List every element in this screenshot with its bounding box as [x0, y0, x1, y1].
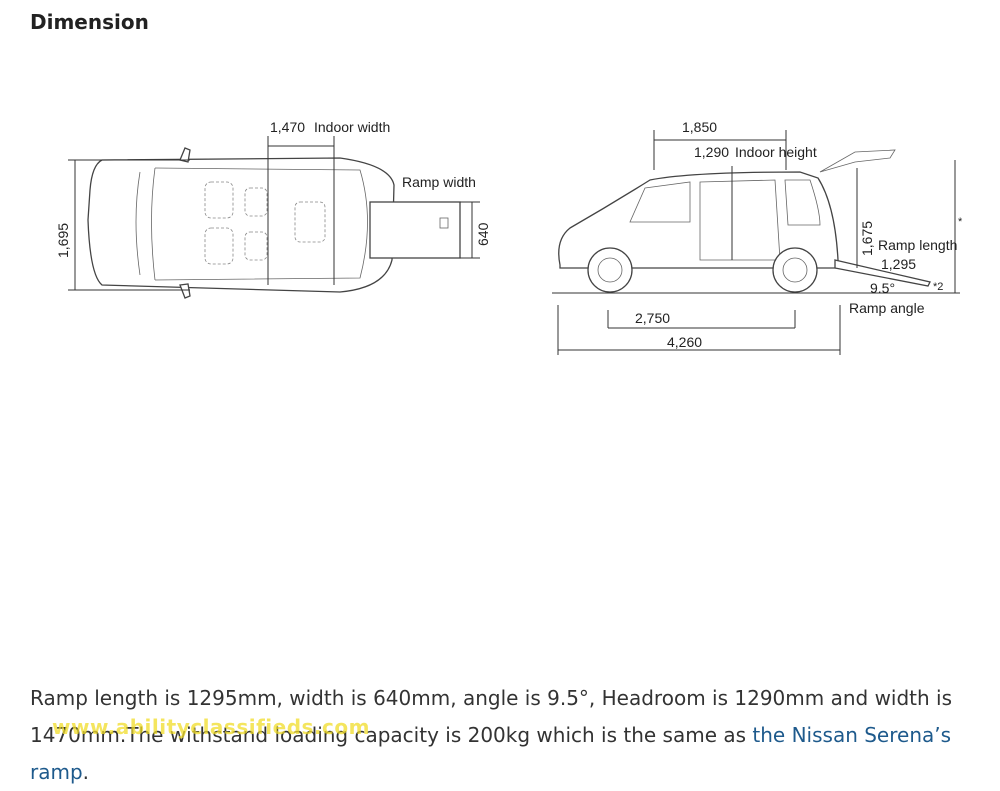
- overall-length-value: 4,260: [667, 334, 702, 350]
- indoor-height-value: 1,290: [694, 144, 729, 160]
- ramp-angle-label: Ramp angle: [849, 300, 925, 316]
- ramp-angle-value: 9.5°: [870, 280, 895, 296]
- description-text-end: .: [82, 760, 90, 784]
- wheelbase-value: 2,750: [635, 310, 670, 326]
- top-view-car: [87, 147, 461, 299]
- ramp-width-value: 640: [475, 222, 491, 246]
- side-top-length: 1,850: [682, 119, 717, 135]
- dimension-drawing: 1,470 Indoor width Ramp width 1,695 640: [55, 119, 963, 355]
- ramp-length-value: 1,295: [881, 256, 916, 272]
- description-text: Ramp length is 1295mm, width is 640mm, a…: [30, 686, 953, 747]
- indoor-width-value: 1,470: [270, 119, 305, 135]
- nissan-serena-ramp-link[interactable]: the Nissan Serena’s ramp: [30, 723, 952, 784]
- note-star: *: [958, 216, 963, 228]
- watermark-text: www.abilityclassifieds.com: [52, 715, 370, 739]
- top-view-dimensions: [68, 136, 480, 291]
- indoor-height-label: Indoor height: [735, 144, 817, 160]
- ramp-description: Ramp length is 1295mm, width is 640mm, a…: [30, 680, 980, 791]
- dimension-diagram: 1,470 Indoor width Ramp width 1,695 640: [40, 110, 980, 370]
- top-height-value: 1,695: [55, 223, 71, 258]
- side-height-value: 1,675: [859, 221, 875, 256]
- section-heading: Dimension: [30, 10, 149, 34]
- indoor-width-label: Indoor width: [314, 119, 390, 135]
- side-view-dimensions: [552, 130, 960, 355]
- ramp-width-label: Ramp width: [402, 174, 476, 190]
- side-view-car: [558, 149, 931, 293]
- ramp-length-label: Ramp length: [878, 237, 957, 253]
- note-star2: *2: [933, 281, 943, 293]
